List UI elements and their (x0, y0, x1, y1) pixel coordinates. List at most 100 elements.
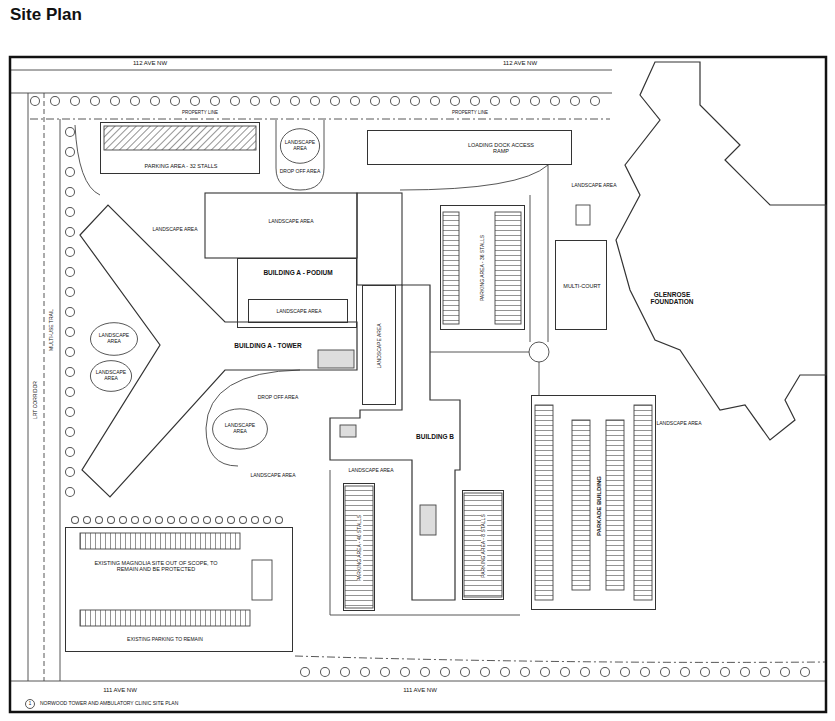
landscape-area: LANDSCAPE AREA (564, 180, 624, 192)
area-label: LANDSCAPE AREA (146, 227, 204, 233)
parking-stalls (535, 405, 553, 600)
callout-number: 1 (29, 702, 32, 707)
area-label: EXISTING MAGNOLIA SITE OUT OF SCOPE, TO … (86, 560, 226, 573)
access-ramp (400, 165, 548, 190)
area-label: BUILDING A - PODIUM (243, 269, 353, 276)
property-line-note: PROPERTY LINE (452, 111, 488, 116)
drawing-title: NORWOOD TOWER AND AMBULATORY CLINIC SITE… (40, 701, 178, 707)
area-label: MULTI-COURT (558, 283, 606, 289)
road-curb (10, 70, 612, 93)
landscape-area: LANDSCAPE AREA (241, 470, 305, 482)
landscape-island: LANDSCAPE AREA (212, 408, 268, 450)
parking-stalls (495, 212, 521, 324)
parking-stalls (634, 405, 652, 600)
parking-stalls (80, 610, 250, 626)
area-label: PARKING AREA - 8 STALLS (481, 513, 487, 578)
landscape-island: LANDSCAPE AREA (90, 322, 138, 356)
area-label: LANDSCAPE AREA (254, 309, 344, 315)
area-label: LANDSCAPE AREA (284, 140, 316, 152)
tree-symbols (35, 101, 821, 672)
parking-area: PARKING AREA - 40 STALLS (343, 483, 375, 611)
island-outline (90, 361, 131, 392)
parking-note: EXISTING PARKING TO REMAIN (127, 637, 203, 643)
area-label: PARKING AREA - 32 STALLS (106, 163, 256, 169)
existing-site: EXISTING MAGNOLIA SITE OUT OF SCOPE, TO … (65, 527, 293, 652)
landscape-area: LANDSCAPE AREA (341, 465, 401, 477)
building-outline (612, 62, 826, 440)
drop-off-area: DROP OFF AREA (276, 166, 324, 178)
parking-area: PARKING AREA - 36 STALLS (440, 205, 525, 330)
parking-stalls (443, 212, 459, 324)
property-line-note: PROPERTY LINE (182, 111, 218, 116)
tree-symbols (75, 516, 291, 524)
landscape-area: LANDSCAPE AREA (648, 418, 710, 430)
tree-symbols (35, 101, 821, 672)
street-name: 112 AVE NW (133, 60, 167, 67)
area-label: LANDSCAPE AREA (218, 423, 262, 435)
page-title: Site Plan (10, 5, 82, 25)
building-outline (80, 205, 357, 497)
building-outline (330, 285, 460, 600)
property-line (295, 656, 826, 662)
area-label: LANDSCAPE AREA (343, 468, 399, 474)
landscape-island: LANDSCAPE AREA (90, 360, 132, 392)
landscape-area: LANDSCAPE AREA (144, 224, 206, 236)
drop-off-loop (276, 120, 324, 190)
street-name: 112 AVE NW (503, 60, 537, 67)
area-label: LANDSCAPE AREA (377, 323, 383, 368)
area-label: GLENROSE FOUNDATION (642, 291, 702, 306)
area-label: BUILDING B (410, 433, 460, 440)
parking-stalls (606, 420, 624, 590)
trail-label: MULTI-USE TRAIL (49, 309, 55, 351)
building-outline (205, 193, 357, 258)
area-label: PARKING AREA - 36 STALLS (480, 234, 486, 302)
parking-stalls (464, 493, 502, 597)
area-label: PARKING AREA - 40 STALLS (357, 514, 363, 582)
trail-centerline (44, 93, 45, 681)
street-name: 111 AVE NW (403, 687, 437, 694)
area-label: LANDSCAPE AREA (566, 183, 622, 189)
building-outline (80, 205, 357, 497)
site-linework (10, 70, 826, 709)
court-shelter (576, 205, 590, 225)
landscape-edge (75, 125, 100, 195)
drop-off-area: DROP OFF AREA (252, 392, 304, 404)
building-core (340, 425, 356, 437)
island-outline (213, 409, 268, 449)
area-label: PARKADE BUILDING (596, 475, 603, 537)
area-label: LANDSCAPE AREA (258, 219, 324, 225)
parking-area: PARKING AREA - 8 STALLS (462, 490, 504, 600)
landscape-area: LANDSCAPE AREA (256, 216, 326, 228)
building-core (420, 505, 436, 535)
loading-dock: LOADING DOCK ACCESS RAMP (367, 130, 572, 165)
area-label: LOADING DOCK ACCESS RAMP (466, 142, 536, 155)
trail-edge (28, 93, 60, 681)
roundabout (529, 342, 549, 362)
building-core (318, 350, 354, 368)
multi-court: MULTI-COURT (555, 240, 607, 330)
drop-off-loop (206, 370, 300, 466)
callout-circle (26, 700, 35, 709)
drive-aisle (430, 352, 539, 395)
area-label: LANDSCAPE AREA (243, 473, 303, 479)
building-outline (357, 193, 402, 285)
existing-structure (252, 560, 272, 600)
building-outline (330, 285, 460, 600)
building-outline (616, 62, 826, 440)
area-label: DROP OFF AREA (254, 395, 302, 401)
street-name: 111 AVE NW (103, 687, 137, 694)
landscape-area: LANDSCAPE AREA (248, 299, 348, 323)
neighbour-building: GLENROSE FOUNDATION (612, 62, 826, 440)
building-b: BUILDING B (330, 285, 460, 600)
parking-stalls (104, 126, 256, 150)
area-label: LANDSCAPE AREA (94, 333, 134, 345)
drive-aisle (330, 470, 520, 615)
landscape-island: LANDSCAPE AREA (280, 128, 320, 164)
landscape-area: LANDSCAPE AREA (362, 285, 396, 405)
corridor-label: LRT CORRIDOR (33, 381, 39, 419)
drive-aisle (530, 165, 548, 342)
parking-stalls (80, 533, 240, 549)
tree-rows (35, 101, 821, 672)
